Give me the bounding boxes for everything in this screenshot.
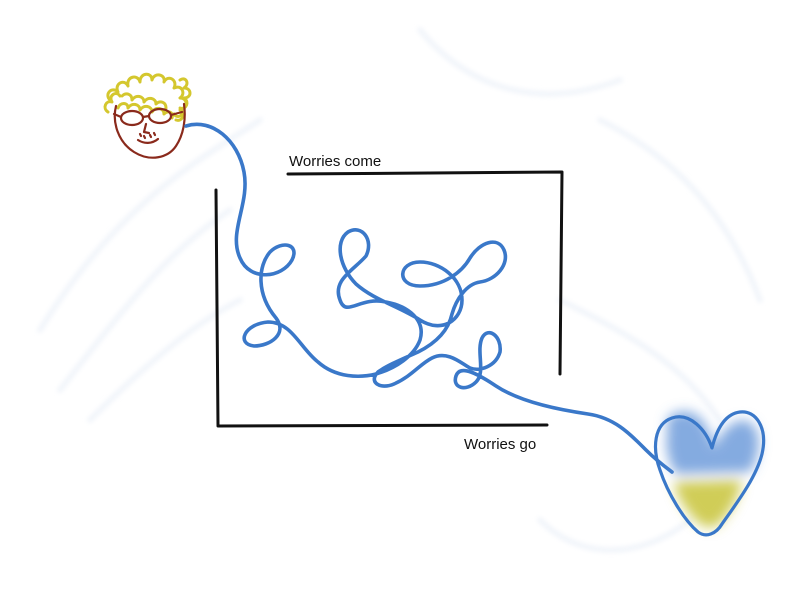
- worry-frame: [214, 170, 564, 428]
- heart-outline: [653, 410, 766, 537]
- nose: [142, 122, 151, 135]
- left-lens: [119, 109, 145, 127]
- mouth: [136, 137, 160, 144]
- face: [112, 102, 186, 159]
- heart-icon: [653, 410, 766, 537]
- stubble: [138, 131, 157, 140]
- curly-haired-person-with-glasses-icon: [103, 72, 192, 159]
- frame-bottom-left-bracket: [214, 188, 549, 428]
- head-outline: [113, 102, 186, 159]
- heart-bottom-fill: [674, 480, 742, 528]
- right-lens: [147, 107, 173, 125]
- winding-worry-path: [184, 122, 674, 474]
- glasses-arm-left: [112, 112, 123, 119]
- glasses-arm-right: [169, 110, 184, 117]
- frame-top-right-bracket: [286, 170, 564, 376]
- worries-go-label: Worries go: [464, 436, 537, 453]
- worries-come-label: Worries come: [289, 153, 382, 170]
- glasses-bridge: [141, 114, 151, 119]
- background-sketch-marks: [37, 27, 763, 553]
- heart-top-fill: [666, 411, 759, 474]
